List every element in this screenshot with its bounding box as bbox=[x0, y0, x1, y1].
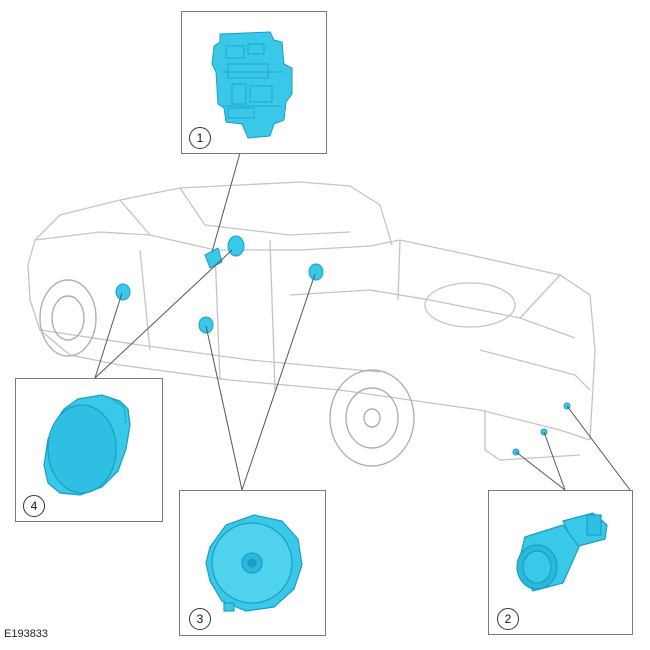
vehicle-component-markers bbox=[115, 235, 571, 456]
figure-id: E193833 bbox=[4, 628, 49, 640]
pickup-truck-outline bbox=[27, 181, 596, 461]
wheels bbox=[39, 279, 415, 467]
detail-box-2: 2 bbox=[488, 490, 633, 635]
detail-box-1: 1 bbox=[181, 11, 327, 154]
callout-2: 2 bbox=[497, 608, 519, 630]
speaker-side-image bbox=[43, 394, 131, 496]
detail-box-3: 3 bbox=[179, 490, 326, 636]
parking-sensor-image bbox=[516, 512, 608, 592]
callout-3: 3 bbox=[189, 608, 211, 630]
detail-box-4: 4 bbox=[15, 378, 163, 522]
control-module-image bbox=[211, 31, 293, 139]
callout-1: 1 bbox=[189, 127, 211, 149]
speaker-front-image bbox=[205, 514, 303, 612]
leader-lines bbox=[94, 152, 631, 491]
callout-4: 4 bbox=[23, 495, 45, 517]
